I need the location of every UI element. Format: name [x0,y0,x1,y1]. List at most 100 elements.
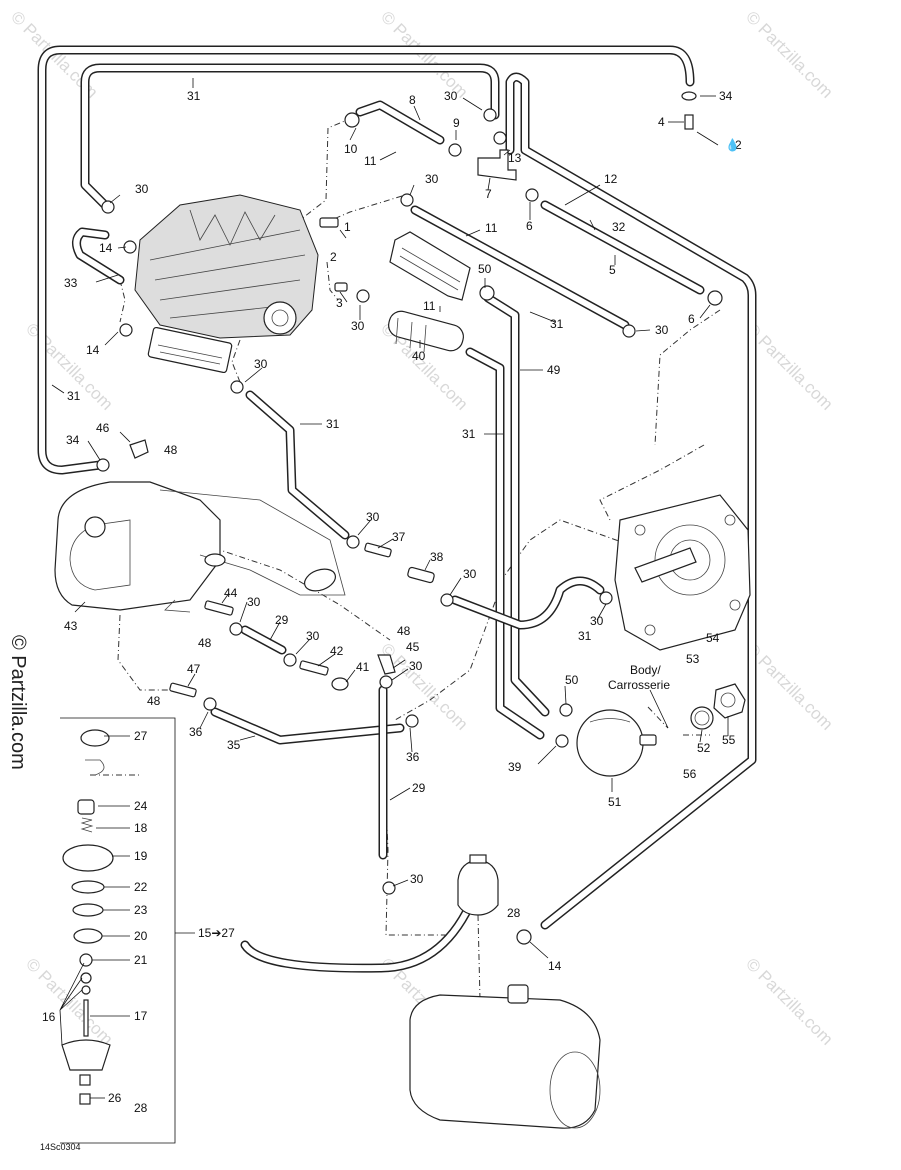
callout-12: 12 [604,172,618,186]
callout-50: 50 [565,673,579,687]
callout-4: 4 [658,115,665,129]
callout-48: 48 [397,624,411,638]
callout-37: 37 [392,530,406,544]
callout-3: 3 [336,296,343,310]
callout-21: 21 [134,953,148,967]
callout-30: 30 [425,172,439,186]
callout-24: 24 [134,799,148,813]
callout-10: 10 [344,142,358,156]
callout-22: 22 [134,880,148,894]
sealant-drop-icons: 💧 [725,138,740,152]
body-label-line1: Body/ [630,663,661,677]
callout-6: 6 [526,219,533,233]
callout-30: 30 [409,659,423,673]
callout-50: 50 [478,262,492,276]
callout-29: 29 [275,613,289,627]
callout-28: 28 [507,906,521,920]
valve-assembly-illustration [60,717,176,1144]
callout-30: 30 [247,595,261,609]
fittings-and-clamps [96,91,723,945]
callout-17: 17 [134,1009,148,1023]
callout-5: 5 [609,263,616,277]
callout-31: 31 [462,427,476,441]
callout-34: 34 [66,433,80,447]
callout-44: 44 [224,586,238,600]
callout-19: 19 [134,849,148,863]
body-label-line2: Carrosserie [608,678,670,692]
callout-52: 52 [697,741,711,755]
callout-6: 6 [688,312,695,326]
callout-2: 2 [330,250,337,264]
callout-55: 55 [722,733,736,747]
callout-20: 20 [134,929,148,943]
callout-36: 36 [189,725,203,739]
callout-14: 14 [86,343,100,357]
watermark: © Partzilla.com [742,954,836,1048]
callout-30: 30 [306,629,320,643]
callout-31: 31 [67,389,81,403]
callout-30: 30 [254,357,268,371]
callout-11: 11 [485,221,498,235]
callout-11: 11 [423,299,436,313]
callout-7: 7 [485,187,492,201]
callout-48: 48 [147,694,161,708]
reference-code: 14Sc0304 [40,1142,81,1152]
callout-30: 30 [366,510,380,524]
watermark-vertical: © Partzilla.com [7,635,29,770]
callout-34: 34 [719,89,733,103]
callout-30: 30 [444,89,458,103]
engine-illustration [134,194,319,374]
drop-icon: 💧 [725,138,740,152]
callout-14: 14 [548,959,562,973]
callout-39: 39 [508,760,522,774]
callout-53: 53 [686,652,700,666]
muffler-illustration [54,481,346,613]
callout-31: 31 [326,417,340,431]
callout-56: 56 [683,767,697,781]
callout-38: 38 [430,550,444,564]
callout-16: 16 [42,1010,56,1024]
callout-32: 32 [612,220,626,234]
callout-30: 30 [463,567,477,581]
bracket-label: 15➔27 [198,926,235,940]
callout-42: 42 [330,644,344,658]
callout-30: 30 [590,614,604,628]
callout-33: 33 [64,276,78,290]
callout-45: 45 [406,640,420,654]
callout-11: 11 [364,154,377,168]
callout-23: 23 [134,903,148,917]
watermark: © Partzilla.com [742,7,836,101]
watermark: © Partzilla.com [377,7,471,101]
callout-8: 8 [409,93,416,107]
callout-36: 36 [406,750,420,764]
callout-13: 13 [508,151,522,165]
callout-35: 35 [227,738,241,752]
hoses [37,45,757,973]
leader-lines [51,78,729,1099]
callout-49: 49 [547,363,561,377]
callout-41: 41 [356,660,370,674]
expansion-tank-illustration [576,683,746,777]
callout-30: 30 [351,319,365,333]
callout-31: 31 [578,629,592,643]
callout-47: 47 [187,662,201,676]
callout-31: 31 [187,89,201,103]
callout-29: 29 [412,781,426,795]
callout-54: 54 [706,631,720,645]
callout-26: 26 [108,1091,122,1105]
callout-labels: 31 34 4 2 30 8 9 10 11 13 7 12 30 30 11 … [40,89,742,1152]
callout-48: 48 [164,443,178,457]
callout-46: 46 [96,421,110,435]
callout-2: 2 [735,138,742,152]
callout-51: 51 [608,795,622,809]
callout-9: 9 [453,116,460,130]
pump-housing-illustration [614,494,751,651]
callout-1: 1 [344,220,351,234]
callout-14: 14 [99,241,113,255]
callout-30: 30 [655,323,669,337]
callout-31: 31 [550,317,564,331]
coolant-bottle-illustration [409,854,601,1129]
callout-48: 48 [198,636,212,650]
callout-18: 18 [134,821,148,835]
